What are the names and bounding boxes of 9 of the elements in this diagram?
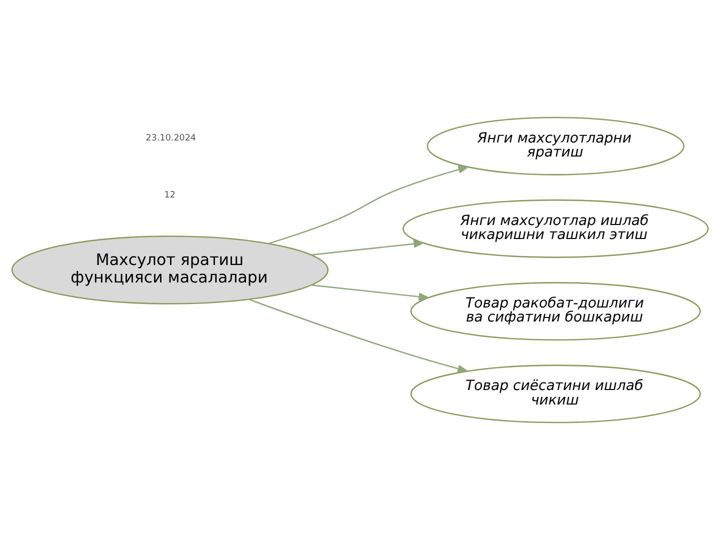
- node-ellipse: Янги махсулотлар ишлаб чикаришни ташкил этиш: [402, 199, 709, 258]
- arrow: [311, 284, 430, 301]
- arrow: [311, 240, 426, 256]
- arrow: [248, 298, 470, 373]
- node-ellipse: Махсулот яратиш функцияси масалалари: [11, 236, 329, 304]
- label: 12: [164, 190, 176, 200]
- node-ellipse: Товар ракобат-дошлиги ва сифатини бошкариш: [410, 282, 701, 341]
- arrow: [268, 166, 470, 244]
- label: 23.10.2024: [146, 133, 196, 144]
